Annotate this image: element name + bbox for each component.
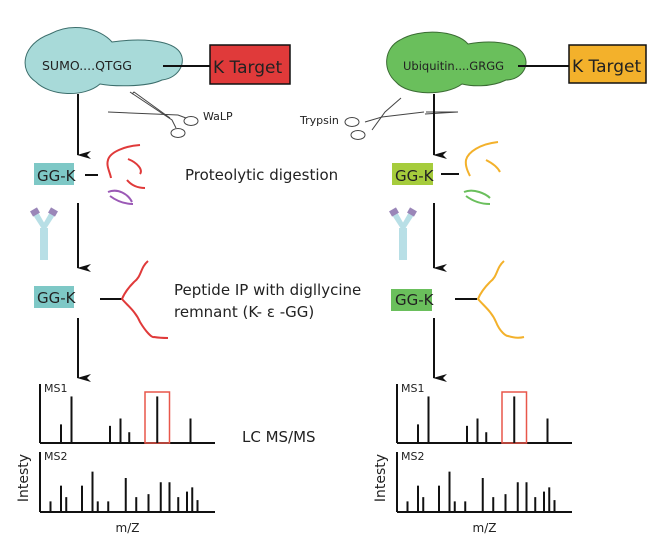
y-axis-label: Intesty bbox=[16, 454, 32, 502]
right-pathway: Ubiquitin....GRGG K Target Trypsin GG-K bbox=[299, 31, 647, 382]
ubiquitin-ip-gg-k-label: GG-K bbox=[395, 291, 435, 309]
ubiquitin-gg-remnant-box bbox=[392, 163, 433, 185]
x-axis-label: m/Z bbox=[473, 521, 497, 535]
protease-trypsin-label: Trypsin bbox=[299, 114, 339, 127]
step-peptide-ip-line2: remnant (K- ε -GG) bbox=[174, 303, 314, 321]
ubiquitin-ip-gg-remnant-box bbox=[391, 289, 432, 311]
ubiquitin-k-target-label: K Target bbox=[572, 57, 641, 77]
antibody-icon bbox=[30, 207, 58, 260]
peptide-fragment bbox=[463, 189, 491, 205]
ms2-label: MS2 bbox=[44, 450, 67, 463]
sumo-modifier-shape bbox=[24, 27, 183, 95]
ms1-label: MS1 bbox=[44, 382, 67, 395]
ubiquitin-k-target-box bbox=[568, 44, 647, 84]
step-proteolytic-digestion: Proteolytic digestion bbox=[185, 166, 338, 184]
scissors-icon bbox=[107, 91, 199, 138]
sumo-ip-gg-remnant-box bbox=[34, 286, 74, 308]
step-lc-ms-ms: LC MS/MS bbox=[242, 428, 316, 446]
sumo-gg-k-label: GG-K bbox=[37, 167, 77, 185]
protease-walp-label: WaLP bbox=[203, 110, 233, 123]
peptide-fragment bbox=[464, 141, 499, 177]
antibody-icon bbox=[389, 207, 417, 260]
peptide-fragment bbox=[126, 158, 146, 189]
ip-peptide bbox=[120, 260, 169, 339]
peptide-fragment bbox=[107, 189, 134, 205]
sumo-k-target-label: K Target bbox=[213, 58, 282, 78]
sumo-k-target-box bbox=[209, 44, 291, 85]
peptide-fragment bbox=[106, 144, 141, 179]
left-pathway: SUMO....QTGG K Target WaLP GG-K bbox=[24, 27, 291, 382]
sumo-ip-gg-k-label: GG-K bbox=[37, 289, 77, 307]
y-axis-label: Intesty bbox=[373, 454, 389, 502]
ip-peptide bbox=[476, 260, 525, 339]
sumo-modifier-label: SUMO....QTGG bbox=[42, 58, 132, 73]
peptide-fragment bbox=[485, 159, 501, 173]
step-peptide-ip-line1: Peptide IP with digllycine bbox=[174, 281, 361, 299]
ms2-label: MS2 bbox=[401, 450, 424, 463]
ubiquitin-modifier-label: Ubiquitin....GRGG bbox=[403, 59, 504, 73]
sumo-gg-remnant-box bbox=[34, 163, 74, 185]
ubiquitin-gg-k-label: GG-K bbox=[395, 167, 435, 185]
ubiquitin-modifier-shape bbox=[386, 31, 527, 94]
ms1-label: MS1 bbox=[401, 382, 424, 395]
scissors-icon bbox=[344, 97, 459, 140]
x-axis-label: m/Z bbox=[116, 521, 140, 535]
